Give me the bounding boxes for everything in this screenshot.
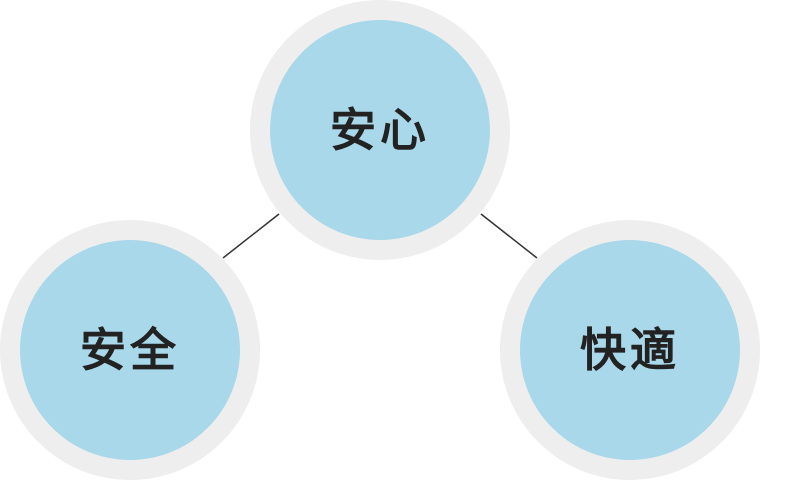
node-left-label: 安全 bbox=[80, 323, 180, 377]
node-left-circle: 安全 bbox=[20, 240, 240, 460]
node-right-circle: 快適 bbox=[520, 240, 740, 460]
node-top-circle: 安心 bbox=[270, 20, 490, 240]
node-right: 快適 bbox=[500, 220, 760, 480]
node-right-label: 快適 bbox=[580, 323, 680, 377]
connector-top-left bbox=[222, 213, 280, 259]
connector-top-right bbox=[480, 213, 538, 259]
node-top: 安心 bbox=[250, 0, 510, 260]
node-top-label: 安心 bbox=[330, 103, 430, 157]
node-left: 安全 bbox=[0, 220, 260, 480]
